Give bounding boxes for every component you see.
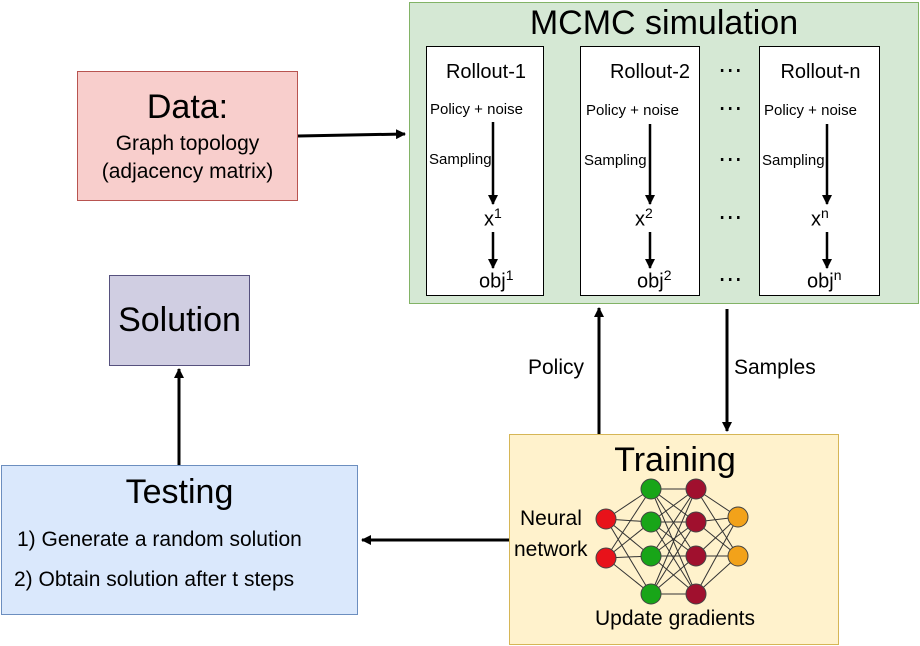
mcmc-title: MCMC simulation xyxy=(529,4,799,42)
rollout-1-box: Rollout-1 Policy + noise Sampling x1 obj… xyxy=(426,46,544,296)
nn-edge xyxy=(695,516,739,595)
policy-edge-label: Policy xyxy=(528,356,585,379)
ellipsis: ⋯ xyxy=(718,204,742,231)
data-box: Data: Graph topology (adjacency matrix) xyxy=(77,71,298,201)
nn-edge xyxy=(650,488,697,557)
testing-box: Testing 1) Generate a random solution 2)… xyxy=(1,465,358,615)
rollout-obj-label: obj1 xyxy=(479,267,514,293)
testing-title: Testing xyxy=(125,473,234,511)
nn-edge xyxy=(695,488,739,557)
nn-node xyxy=(640,511,662,533)
nn-node xyxy=(685,545,707,567)
data-title: Data: xyxy=(146,88,229,126)
rollout-2-box: Rollout-2 Policy + noise Sampling x2 obj… xyxy=(580,46,700,296)
ellipsis: ⋯ xyxy=(718,146,742,173)
ellipsis: ⋯ xyxy=(718,266,742,293)
neural-network-graphic xyxy=(595,478,749,605)
nn-node xyxy=(595,547,617,569)
nn-node xyxy=(727,545,749,567)
nn-edge xyxy=(650,521,697,595)
rollout-x-label: xn xyxy=(811,205,829,231)
rollout-x-label: x1 xyxy=(484,205,502,231)
nn-node xyxy=(685,478,707,500)
ellipsis: ⋯ xyxy=(718,57,742,84)
testing-step-1: 1) Generate a random solution xyxy=(17,528,302,551)
nn-node xyxy=(595,508,617,530)
rollout-policy-label: Policy + noise xyxy=(586,102,679,119)
data-line-2: (adjacency matrix) xyxy=(101,160,274,183)
nn-edge xyxy=(605,488,652,559)
rollout-sampling-label: Sampling xyxy=(762,152,825,169)
rollout-sampling-label: Sampling xyxy=(584,152,647,169)
rollout-title: Rollout-n xyxy=(780,61,861,83)
nn-edge xyxy=(650,488,697,595)
nn-node xyxy=(685,511,707,533)
rollout-obj-label: obj2 xyxy=(637,267,672,293)
solution-title: Solution xyxy=(118,301,241,339)
nn-node xyxy=(640,583,662,605)
testing-step-2: 2) Obtain solution after t steps xyxy=(14,568,295,591)
nn-node xyxy=(685,583,707,605)
nn-label-line-1: Neural xyxy=(520,507,582,530)
rollout-sampling-label: Sampling xyxy=(429,151,492,168)
nn-node xyxy=(727,506,749,528)
rollout-obj-label: objn xyxy=(807,267,842,293)
rollout-title: Rollout-1 xyxy=(445,61,527,83)
data-to-mcmc-arrow xyxy=(297,129,406,140)
training-title: Training xyxy=(614,441,736,479)
samples-edge-label: Samples xyxy=(734,356,816,379)
rollout-n-box: Rollout-n Policy + noise Sampling xn obj… xyxy=(759,46,880,296)
rollout-policy-label: Policy + noise xyxy=(764,102,857,119)
nn-label-line-2: network xyxy=(514,538,588,561)
nn-node xyxy=(640,545,662,567)
rollout-title: Rollout-2 xyxy=(609,61,691,83)
solution-box: Solution xyxy=(109,275,250,366)
training-footer: Update gradients xyxy=(595,607,755,630)
training-box: Training Neural network Update gradients xyxy=(509,434,839,645)
rollout-policy-label: Policy + noise xyxy=(430,101,523,118)
data-line-1: Graph topology xyxy=(115,132,260,155)
ellipsis: ⋯ xyxy=(718,95,742,122)
nn-node xyxy=(640,478,662,500)
rollout-x-label: x2 xyxy=(635,205,653,231)
